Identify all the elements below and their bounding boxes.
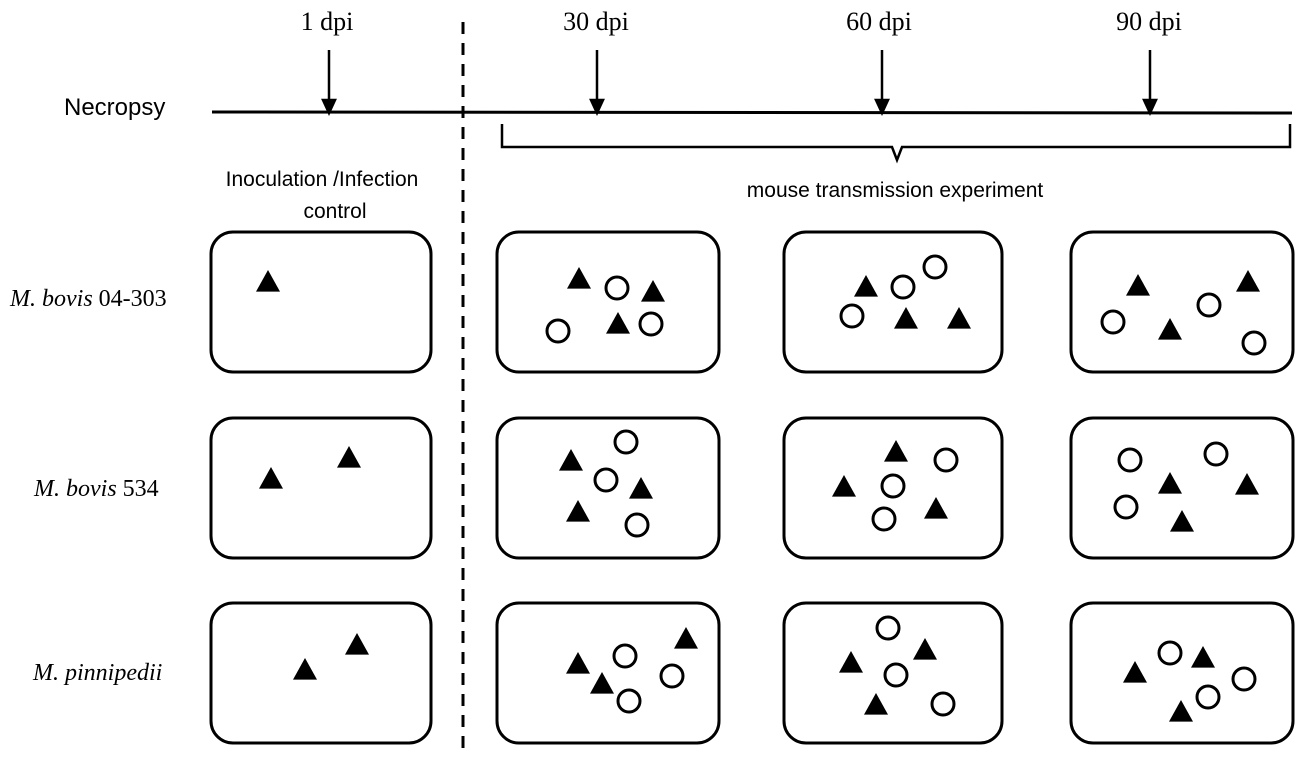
- cage-row3-col1: [209, 601, 433, 745]
- timepoint-label-90dpi: 90 dpi: [1116, 7, 1182, 36]
- triangle-marker: [1158, 472, 1182, 494]
- triangle-marker: [1158, 318, 1182, 340]
- arrowhead-60dpi: [874, 98, 890, 116]
- circle-marker: [1195, 684, 1221, 710]
- triangle-marker: [947, 307, 971, 329]
- circle-marker: [616, 688, 642, 714]
- circle-marker: [871, 506, 897, 532]
- circle-marker: [930, 691, 956, 717]
- circle-marker: [883, 662, 909, 688]
- triangle-marker: [559, 449, 583, 471]
- cage-grid: [209, 230, 1295, 745]
- control-label-line2: control: [303, 200, 366, 223]
- timeline-line: [211, 110, 1293, 115]
- circle-marker: [638, 311, 664, 337]
- transmission-brace: [500, 124, 1292, 164]
- cage-row3-col2: [495, 601, 721, 745]
- timepoint-arrows: [321, 50, 1158, 116]
- circle-marker: [890, 274, 916, 300]
- circle-marker: [933, 447, 959, 473]
- triangle-marker: [864, 693, 888, 715]
- timepoint-label-60dpi: 60 dpi: [846, 7, 912, 36]
- timepoint-label-30dpi: 30 dpi: [563, 7, 629, 36]
- triangle-marker: [1191, 646, 1215, 668]
- circle-marker: [1113, 494, 1139, 520]
- triangle-marker: [1236, 270, 1260, 292]
- triangle-marker: [256, 270, 280, 292]
- triangle-marker: [1235, 473, 1259, 495]
- triangle-marker: [590, 672, 614, 694]
- cage-row2-col4: [1069, 416, 1295, 560]
- triangle-marker: [1123, 661, 1147, 683]
- cage-row1-col2: [495, 230, 721, 374]
- circle-marker: [545, 318, 571, 344]
- cage-row1-col3: [782, 230, 1004, 374]
- triangle-marker: [884, 440, 908, 462]
- triangle-marker: [566, 652, 590, 674]
- triangle-marker: [924, 497, 948, 519]
- cage-row1-col1: [209, 230, 433, 374]
- triangle-marker: [1170, 510, 1194, 532]
- triangle-marker: [293, 658, 317, 680]
- circle-marker: [1196, 292, 1222, 318]
- circle-marker: [922, 254, 948, 280]
- triangle-marker: [566, 500, 590, 522]
- triangle-marker: [629, 477, 653, 499]
- cage-row1-col4: [1069, 230, 1295, 374]
- timepoint-label-1dpi: 1 dpi: [301, 7, 354, 36]
- arrowhead-30dpi: [589, 98, 605, 116]
- circle-marker: [612, 643, 638, 669]
- triangle-marker: [894, 307, 918, 329]
- circle-marker: [613, 429, 639, 455]
- triangle-marker: [641, 280, 665, 302]
- circle-marker: [875, 615, 901, 641]
- triangle-marker: [839, 651, 863, 673]
- triangle-marker: [832, 475, 856, 497]
- triangle-marker: [259, 467, 283, 489]
- transmission-label: mouse transmission experiment: [747, 179, 1044, 202]
- row-label-1: M. bovis 04-303: [9, 286, 167, 312]
- triangle-marker: [854, 275, 878, 297]
- circle-marker: [1117, 447, 1143, 473]
- cage-row3-col4: [1069, 601, 1295, 745]
- triangle-marker: [567, 267, 591, 289]
- circle-marker: [1100, 309, 1126, 335]
- circle-marker: [1231, 666, 1257, 692]
- triangle-marker: [1169, 700, 1193, 722]
- circle-marker: [880, 473, 906, 499]
- circle-marker: [604, 275, 630, 301]
- circle-marker: [659, 663, 685, 689]
- triangle-marker: [913, 638, 937, 660]
- row-label-3: M. pinnipedii: [32, 660, 162, 686]
- arrowhead-1dpi: [321, 98, 337, 116]
- necropsy-label: Necropsy: [64, 94, 165, 121]
- circle-marker: [1203, 441, 1229, 467]
- control-label-line1: Inoculation /Infection: [226, 168, 419, 191]
- triangle-marker: [674, 627, 698, 649]
- circle-marker: [593, 467, 619, 493]
- cage-row2-col1: [209, 416, 433, 560]
- row-label-2: M. bovis 534: [33, 476, 159, 502]
- triangle-marker: [1126, 274, 1150, 296]
- triangle-marker: [606, 312, 630, 334]
- arrowhead-90dpi: [1142, 98, 1158, 116]
- triangle-marker: [345, 633, 369, 655]
- circle-marker: [839, 303, 865, 329]
- circle-marker: [1241, 330, 1267, 356]
- circle-marker: [624, 512, 650, 538]
- circle-marker: [1157, 640, 1183, 666]
- triangle-marker: [337, 446, 361, 468]
